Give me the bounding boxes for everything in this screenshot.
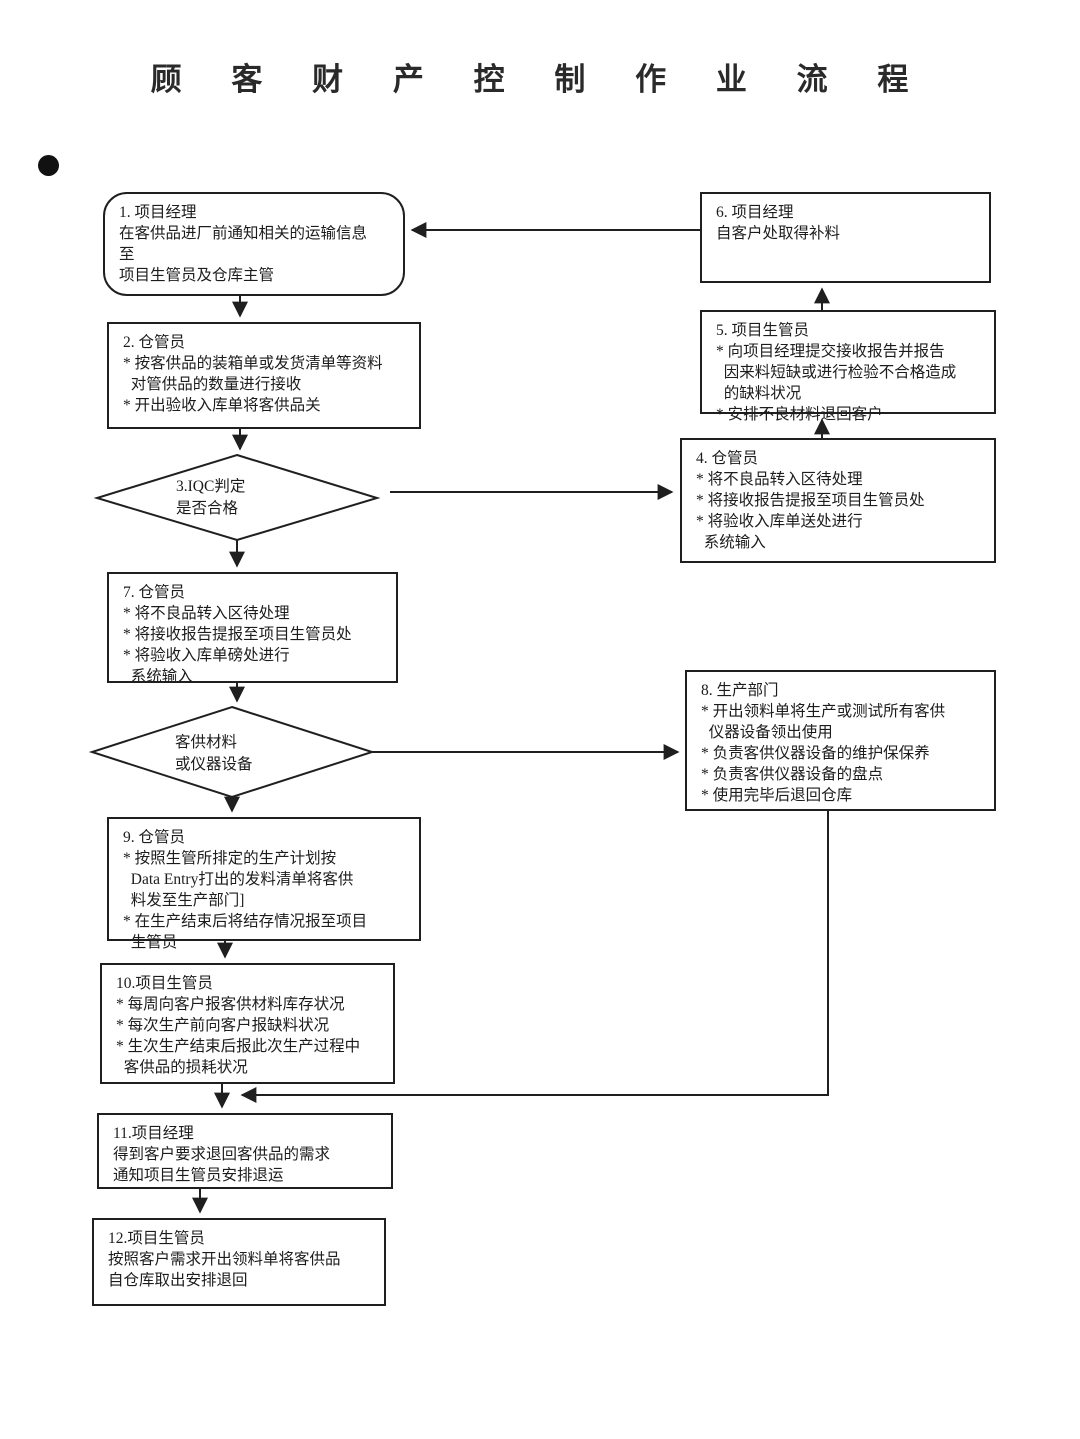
- flow-node-6-pm-replenish: 6. 项目经理 自客户处取得补料: [700, 192, 991, 283]
- decision-material-or-equipment-label: 客供材料 或仪器设备: [175, 734, 253, 773]
- flow-node-8-production-dept: 8. 生产部门 * 开出领料单将生产或测试所有客供 仪器设备领出使用 * 负责客…: [685, 670, 996, 811]
- flow-node-4-warehouse-defective: 4. 仓管员 * 将不良品转入区待处理 * 将接收报告提报至项目生管员处 * 将…: [680, 438, 996, 563]
- flow-node-10-planner-weekly-report: 10.项目生管员 * 每周向客户报客供材料库存状况 * 每次生产前向客户报缺料状…: [100, 963, 395, 1084]
- page-title: 顾 客 财 产 控 制 作 业 流 程: [150, 62, 930, 97]
- flow-node-5-planner-report: 5. 项目生管员 * 向项目经理提交接收报告并报告 因来料短缺或进行检验不合格造…: [700, 310, 996, 423]
- flow-node-11-pm-return-request: 11.项目经理 得到客户要求退回客供品的需求 通知项目生管员安排退运: [97, 1113, 393, 1189]
- flow-node-2-warehouse-receive: 2. 仓管员 * 按客供品的装箱单或发货清单等资料 对管供品的数量进行接收 * …: [107, 322, 421, 429]
- flow-node-7-warehouse-system-entry: 7. 仓管员 * 将不良品转入区待处理 * 将接收报告提报至项目生管员处 * 将…: [107, 572, 398, 685]
- decision-material-shape: [88, 705, 376, 799]
- bullet-dot: [38, 155, 59, 176]
- decision-iqc-shape: [93, 453, 381, 542]
- flow-node-12-planner-return-goods: 12.项目生管员 按照客户需求开出领料单将客供品 自仓库取出安排退回: [92, 1218, 386, 1306]
- flow-node-9-warehouse-issue-material: 9. 仓管员 * 按照生管所排定的生产计划按 Data Entry打出的发料清单…: [107, 817, 421, 951]
- decision-3-iqc-label: 3.IQC判定 是否合格: [176, 478, 246, 517]
- flow-node-1-project-manager-notify: 1. 项目经理 在客供品进厂前通知相关的运输信息 至 项目生管员及仓库主管: [103, 192, 405, 296]
